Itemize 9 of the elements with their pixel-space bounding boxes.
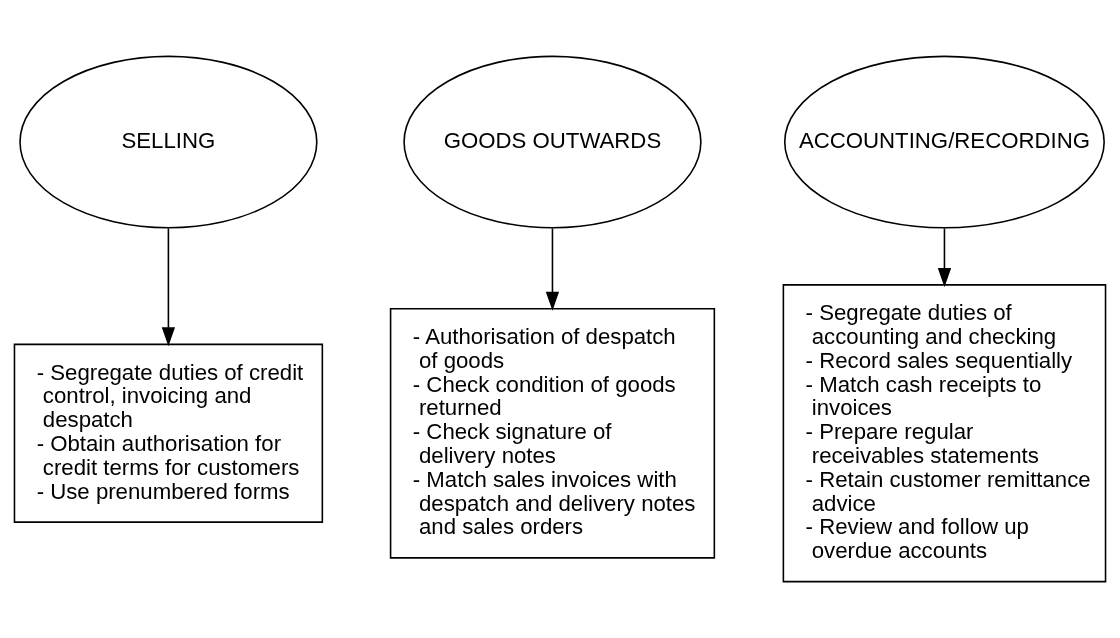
node-ellipse: GOODS OUTWARDS	[403, 55, 702, 229]
node-box: - Segregate duties of credit control, invoicing and despatch - Obtain authorisation for credit terms for customers - Use prenumbered forms	[13, 343, 324, 523]
node-box: - Authorisation of despatch of goods - Check condition of goods returned - Check signature of delivery notes - Match sales invoices with despatch and delivery notes and sales orders	[389, 307, 716, 559]
node-ellipse: ACCOUNTING/RECORDING	[783, 55, 1105, 229]
arrow	[545, 227, 560, 311]
node-box: - Segregate duties of accounting and checking - Record sales sequentially - Match cash receipts to invoices - Prepare regular receivables statements - Retain customer remittance advice - Review and follow up overdue accounts	[782, 284, 1107, 583]
node-ellipse: SELLING	[19, 55, 318, 229]
arrow	[161, 227, 176, 347]
arrow	[937, 227, 952, 288]
